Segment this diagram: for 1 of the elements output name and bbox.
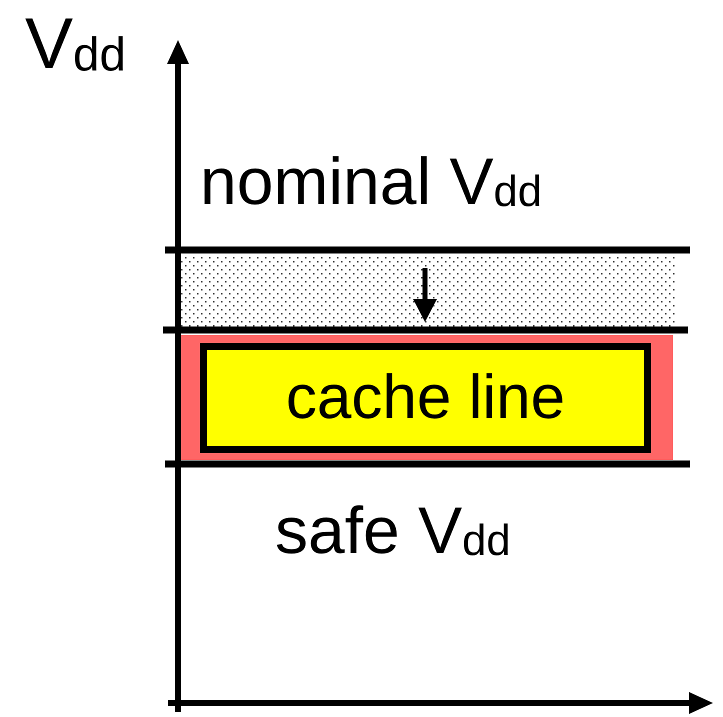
- highlight-band: [181, 335, 673, 460]
